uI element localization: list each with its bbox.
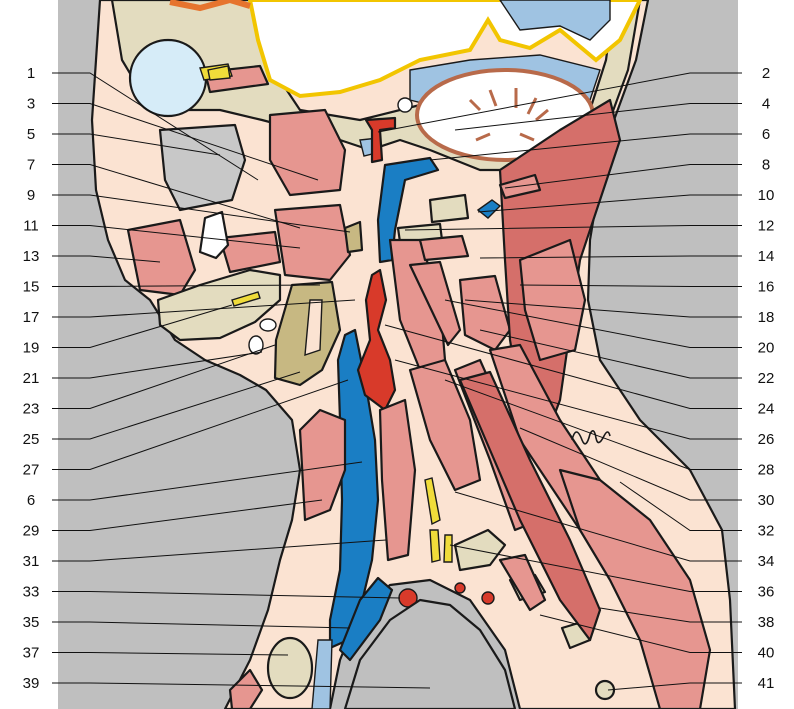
- leader-line-left: [52, 256, 160, 262]
- leader-line-right: [478, 195, 742, 212]
- label-left: 9: [27, 187, 35, 204]
- leader-line-right: [450, 545, 742, 592]
- label-left: 1: [27, 65, 35, 82]
- label-right: 4: [762, 96, 770, 113]
- label-right: 12: [758, 218, 775, 235]
- label-right: 30: [758, 492, 775, 509]
- label-right: 14: [758, 248, 775, 265]
- leader-line-left: [52, 653, 288, 656]
- label-right: 22: [758, 370, 775, 387]
- leader-line-right: [445, 300, 742, 348]
- label-right: 36: [758, 584, 775, 601]
- leader-line-right: [445, 380, 742, 470]
- leader-line-right: [540, 615, 742, 653]
- leader-line-left: [52, 300, 355, 317]
- leader-line-right: [378, 73, 742, 132]
- label-right: 16: [758, 279, 775, 296]
- label-right: 28: [758, 462, 775, 479]
- leader-line-right: [385, 325, 742, 409]
- leader-line-right: [395, 360, 742, 439]
- leader-line-right: [505, 165, 742, 189]
- label-right: 32: [758, 523, 775, 540]
- leader-line-left: [52, 372, 300, 439]
- leader-line-left: [52, 134, 220, 155]
- leader-line-left: [52, 345, 275, 409]
- leader-line-right: [620, 482, 742, 531]
- label-left: 39: [23, 675, 40, 692]
- leader-line-right: [480, 256, 742, 258]
- leader-line-left: [52, 352, 262, 378]
- label-left: 3: [27, 96, 35, 113]
- leader-line-left: [52, 592, 400, 599]
- label-right: 24: [758, 401, 775, 418]
- label-left: 29: [23, 523, 40, 540]
- leader-line-left: [52, 305, 232, 348]
- leader-line-right: [405, 226, 742, 231]
- label-right: 8: [762, 157, 770, 174]
- label-left: 19: [23, 340, 40, 357]
- label-left: 13: [23, 248, 40, 265]
- label-left: 15: [23, 279, 40, 296]
- leader-line-left: [52, 104, 318, 181]
- leader-line-left: [52, 380, 348, 470]
- label-left: 25: [23, 431, 40, 448]
- leader-line-left: [52, 165, 300, 229]
- label-left: 5: [27, 126, 35, 143]
- label-left: 35: [23, 614, 40, 631]
- label-left: 21: [23, 370, 40, 387]
- leader-line-right: [608, 683, 742, 690]
- label-left: 17: [23, 309, 40, 326]
- label-left: 37: [23, 645, 40, 662]
- leader-line-left: [52, 622, 350, 628]
- leader-line-left: [52, 500, 322, 531]
- label-right: 41: [758, 675, 775, 692]
- leader-line-right: [465, 300, 742, 317]
- leader-line-right: [430, 134, 742, 160]
- label-right: 40: [758, 645, 775, 662]
- leader-line-left: [52, 73, 258, 180]
- label-right: 6: [762, 126, 770, 143]
- label-left: 31: [23, 553, 40, 570]
- leader-line-right: [480, 330, 742, 378]
- label-left: 33: [23, 584, 40, 601]
- label-right: 10: [758, 187, 775, 204]
- label-left: 23: [23, 401, 40, 418]
- label-right: 26: [758, 431, 775, 448]
- leader-line-right: [455, 104, 742, 131]
- label-left: 11: [23, 218, 39, 235]
- label-right: 38: [758, 614, 775, 631]
- label-left: 6: [27, 492, 35, 509]
- label-right: 18: [758, 309, 775, 326]
- leader-line-left: [52, 540, 386, 561]
- leader-line-left: [52, 683, 430, 688]
- leader-line-right: [520, 285, 742, 287]
- leader-line-right: [455, 492, 742, 561]
- label-right: 34: [758, 553, 775, 570]
- leader-line-left: [52, 285, 320, 287]
- label-left: 27: [23, 462, 40, 479]
- leader-line-right: [600, 608, 742, 622]
- label-left: 7: [27, 157, 35, 174]
- leader-line-left: [52, 226, 300, 249]
- leader-line-left: [52, 462, 362, 500]
- label-right: 2: [762, 65, 770, 82]
- label-right: 20: [758, 340, 775, 357]
